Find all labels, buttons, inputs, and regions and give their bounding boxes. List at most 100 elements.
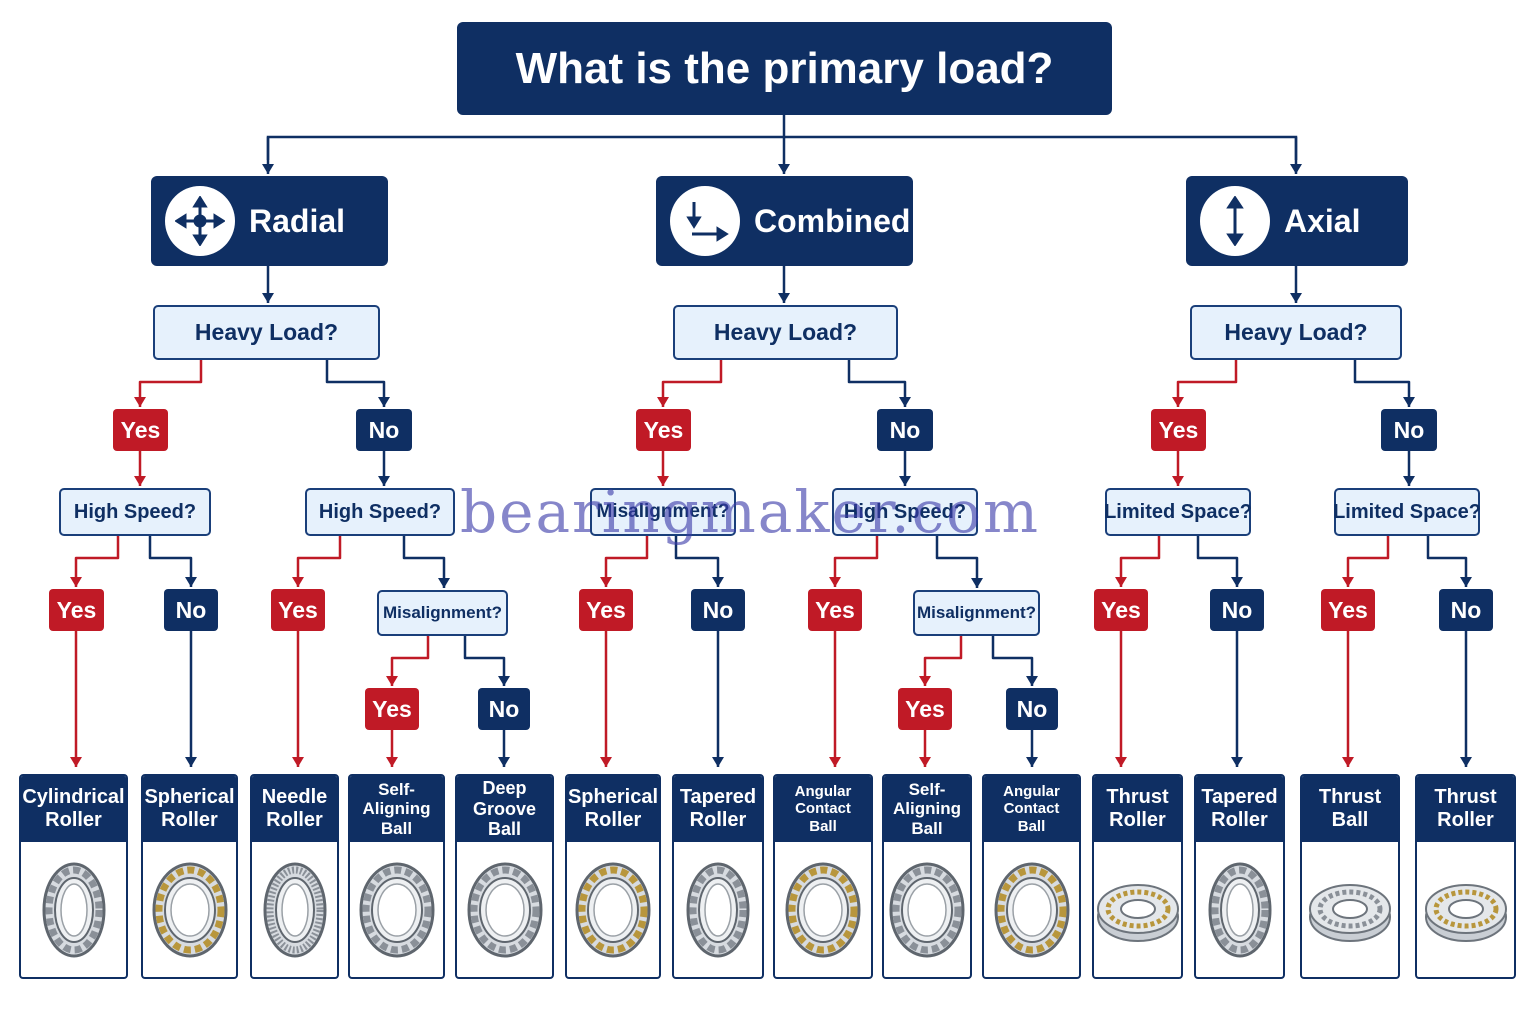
angular-contact-ball-bearing-icon: [775, 842, 871, 977]
connector-no: [463, 636, 506, 686]
connector-title-radial-arrowhead: [262, 164, 274, 174]
top-branch-line: [266, 135, 1298, 160]
connector-no-arrowhead: [1460, 757, 1472, 767]
bearing-name-line2: Ball: [809, 817, 837, 835]
bearing-name-line2: Ball: [911, 818, 943, 838]
connector-yes: [296, 536, 342, 587]
bearing-name-line2: Roller: [584, 809, 642, 831]
yes-label: Yes: [808, 589, 862, 631]
connector-no-arrowhead: [498, 676, 510, 686]
connector-yes-arrowhead: [386, 757, 398, 767]
connector-no: [1426, 536, 1468, 587]
yes-label: Yes: [365, 688, 419, 730]
connector-no-arrowhead: [1403, 397, 1415, 407]
bearing-name-line2: Ball: [1331, 809, 1369, 831]
bearing-name-line2: Roller: [1211, 809, 1268, 831]
connector-yes-arrowhead: [657, 476, 669, 486]
yes-label: Yes: [1151, 409, 1206, 451]
connector-yes-arrowhead: [292, 757, 304, 767]
yes-label: Yes: [113, 409, 168, 451]
connector-no-arrowhead: [712, 577, 724, 587]
four-way-arrows-icon: [165, 186, 235, 256]
connector-yes-arrowhead: [292, 577, 304, 587]
angular-contact-ball-bearing-icon: [984, 842, 1079, 977]
connector-yes: [74, 536, 120, 587]
connector-no-arrowhead: [1460, 577, 1472, 587]
no-label: No: [691, 589, 745, 631]
cylindrical-roller-bearing-icon: [21, 842, 126, 977]
needle-roller-bearing-icon: [252, 842, 337, 977]
bearing-name-line2: Ball: [1017, 817, 1046, 835]
yes-label: Yes: [49, 589, 104, 631]
connector-no-arrowhead: [438, 578, 450, 588]
connector-yes: [604, 536, 649, 587]
connector-no: [674, 536, 720, 587]
connector-no: [1196, 536, 1239, 587]
no-label: No: [164, 589, 218, 631]
page-title: What is the primary load?: [457, 22, 1112, 115]
no-label: No: [1439, 589, 1493, 631]
thrust-ball-bearing-icon: [1302, 842, 1398, 977]
connector-no: [325, 360, 386, 407]
connector-yes: [661, 360, 723, 407]
yes-label: Yes: [1321, 589, 1375, 631]
bearing-name-line1: Needle: [261, 786, 328, 808]
bearing-name-line2: Roller: [45, 809, 102, 831]
no-label: No: [1210, 589, 1264, 631]
question-misalignment: Misalignment?: [377, 590, 508, 636]
yes-label: Yes: [636, 409, 691, 451]
question-limited-space: Limited Space?: [1333, 488, 1481, 536]
tapered-roller-bearing-icon: [1196, 842, 1283, 977]
category-radial: Radial: [151, 176, 388, 266]
question-combined-heavy-load: Heavy Load?: [673, 305, 898, 360]
self-aligning-ball-bearing-icon: [884, 842, 970, 977]
no-label: No: [478, 688, 530, 730]
bearing-name-line1: Thrust: [1434, 786, 1497, 808]
spherical-roller-bearing-icon: [567, 842, 659, 977]
yes-label: Yes: [579, 589, 633, 631]
category-combined: Combined: [656, 176, 913, 266]
category-label: Axial: [1284, 202, 1361, 239]
thrust-roller-bearing-icon: [1417, 842, 1514, 977]
yes-label: Yes: [271, 589, 325, 631]
connector-yes-arrowhead: [829, 577, 841, 587]
connector-no-arrowhead: [899, 476, 911, 486]
connector-no: [148, 536, 193, 587]
connector-title-axial-arrowhead: [1290, 164, 1302, 174]
no-label: No: [356, 409, 412, 451]
connector-no-arrowhead: [1231, 577, 1243, 587]
connector-yes: [390, 636, 430, 686]
connector-no-arrowhead: [498, 757, 510, 767]
connector-yes: [1176, 360, 1238, 407]
yes-label: Yes: [898, 688, 952, 730]
connector-no-arrowhead: [378, 397, 390, 407]
question-high-speed: High Speed?: [832, 488, 978, 536]
bearing-name-line1: Cylindrical: [22, 786, 125, 808]
connector-no-arrowhead: [1026, 757, 1038, 767]
question-axial-heavy-load: Heavy Load?: [1190, 305, 1402, 360]
connector-yes-arrowhead: [919, 676, 931, 686]
connector-yes-arrowhead: [134, 476, 146, 486]
connector-no: [847, 360, 907, 407]
connector-yes-arrowhead: [1115, 757, 1127, 767]
connector-no-arrowhead: [712, 757, 724, 767]
bearing-name-line1: Angular Contact: [794, 783, 852, 818]
bearing-name-line2: Roller: [689, 809, 747, 831]
